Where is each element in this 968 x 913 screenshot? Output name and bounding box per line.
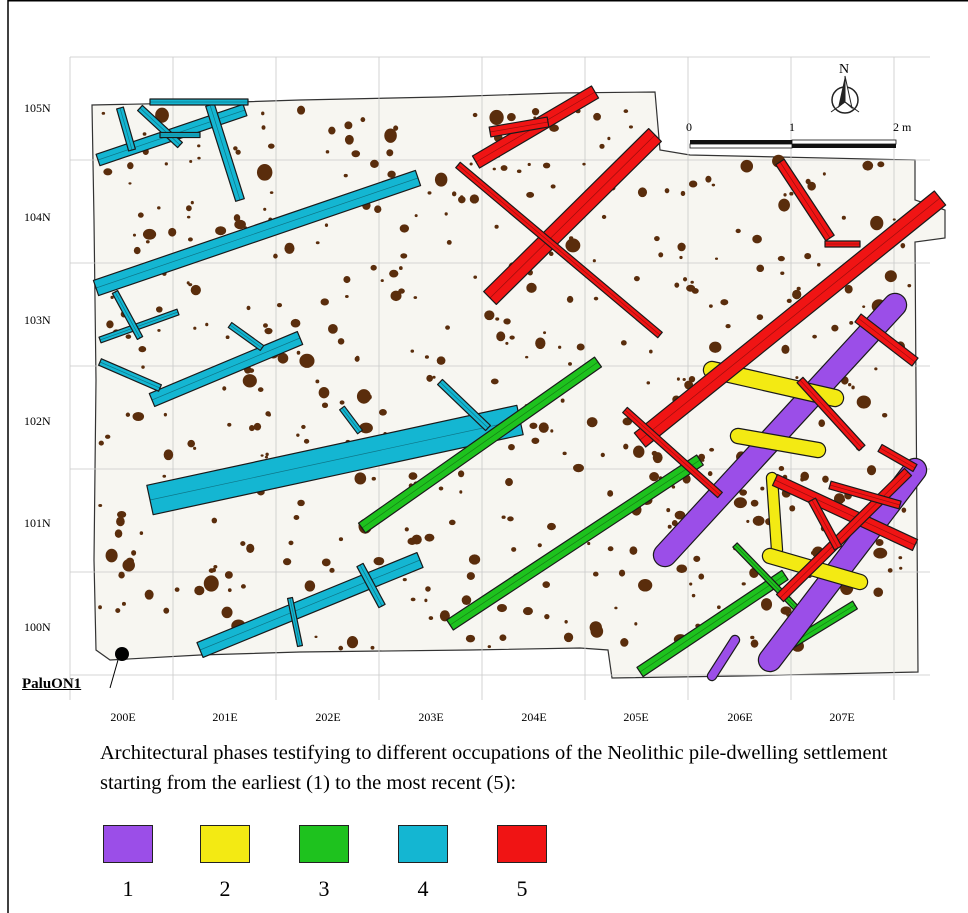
legend-swatch-phase-3 bbox=[299, 825, 349, 863]
phase-2-timber bbox=[731, 429, 825, 457]
phase-5-timber bbox=[854, 313, 919, 367]
phase-5-timber bbox=[877, 443, 918, 473]
legend-number-4: 4 bbox=[417, 876, 429, 901]
phase-5-timber bbox=[796, 376, 866, 452]
legend-number-5: 5 bbox=[516, 876, 528, 901]
legend-swatch-phase-5 bbox=[497, 825, 547, 863]
x-label-201e: 201E bbox=[212, 710, 238, 724]
scale-bar bbox=[689, 139, 897, 149]
site-marker bbox=[109, 647, 129, 689]
scale-label-2: 2 m bbox=[893, 120, 912, 134]
phase-3-timber bbox=[636, 569, 789, 678]
x-label-204e: 204E bbox=[521, 710, 547, 724]
y-label-104n: 104N bbox=[24, 210, 51, 224]
x-label-200e: 200E bbox=[110, 710, 136, 724]
legend-caption: Architectural phases testifying to diffe… bbox=[100, 742, 888, 794]
phase-5-timber bbox=[633, 190, 947, 448]
phase-4-timber bbox=[149, 98, 249, 106]
legend-number-1: 1 bbox=[122, 876, 134, 901]
phase-4-timber bbox=[436, 378, 492, 432]
site-label: PaluON1 bbox=[22, 676, 82, 692]
phase-1-timber bbox=[654, 294, 906, 566]
y-label-103n: 103N bbox=[24, 313, 51, 327]
phase-3-timber bbox=[357, 356, 603, 534]
phase-5-timber bbox=[483, 127, 662, 306]
north-arrow-icon bbox=[830, 75, 860, 114]
legend-number-2: 2 bbox=[219, 876, 231, 901]
phase-4-timber bbox=[111, 289, 144, 341]
phase-1-timber bbox=[708, 636, 739, 680]
x-label-207e: 207E bbox=[829, 710, 855, 724]
phase-5-timber bbox=[775, 158, 835, 242]
x-label-203e: 203E bbox=[418, 710, 444, 724]
y-label-105n: 105N bbox=[24, 101, 51, 115]
phase-4-timber bbox=[227, 321, 265, 352]
phase-5-timber bbox=[807, 497, 843, 551]
phase-4-timber bbox=[98, 308, 180, 344]
phase-5-timbers bbox=[455, 85, 947, 603]
north-label: N bbox=[839, 62, 850, 77]
phase-4-timber bbox=[146, 404, 524, 516]
phase-4-timbers bbox=[92, 98, 524, 659]
phase-4-timber bbox=[286, 596, 304, 648]
legend-number-3: 3 bbox=[318, 876, 330, 901]
phase-4-timber bbox=[92, 169, 422, 297]
phase-5-timber bbox=[828, 480, 902, 510]
legend-swatch-phase-4 bbox=[398, 825, 448, 863]
phase-2-timber bbox=[767, 473, 782, 555]
phase-4-timber bbox=[159, 131, 201, 139]
phase-5-timber bbox=[455, 161, 663, 339]
phase-4-timber bbox=[356, 562, 386, 609]
x-label-206e: 206E bbox=[727, 710, 753, 724]
y-label-100n: 100N bbox=[24, 620, 51, 634]
post-hole bbox=[98, 605, 102, 610]
phase-4-timber bbox=[148, 330, 304, 408]
phase-3-timber bbox=[446, 454, 704, 631]
legend-swatch-phase-1 bbox=[103, 825, 153, 863]
phase-4-timber bbox=[339, 405, 363, 435]
phase-3-timbers bbox=[357, 356, 858, 678]
y-label-101n: 101N bbox=[24, 516, 51, 530]
y-label-102n: 102N bbox=[24, 414, 51, 428]
scale-label-0: 0 bbox=[686, 120, 692, 134]
phase-5-timber bbox=[488, 116, 550, 138]
phase-4-timber bbox=[116, 106, 136, 152]
phase-5-timber bbox=[622, 406, 723, 499]
phase-5-timber bbox=[771, 473, 919, 552]
legend-swatch-phase-2 bbox=[200, 825, 250, 863]
x-label-202e: 202E bbox=[315, 710, 341, 724]
x-label-205e: 205E bbox=[623, 710, 649, 724]
phase-4-timber bbox=[98, 358, 162, 392]
scale-label-1: 1 bbox=[789, 120, 795, 134]
phase-5-timber bbox=[824, 240, 861, 248]
